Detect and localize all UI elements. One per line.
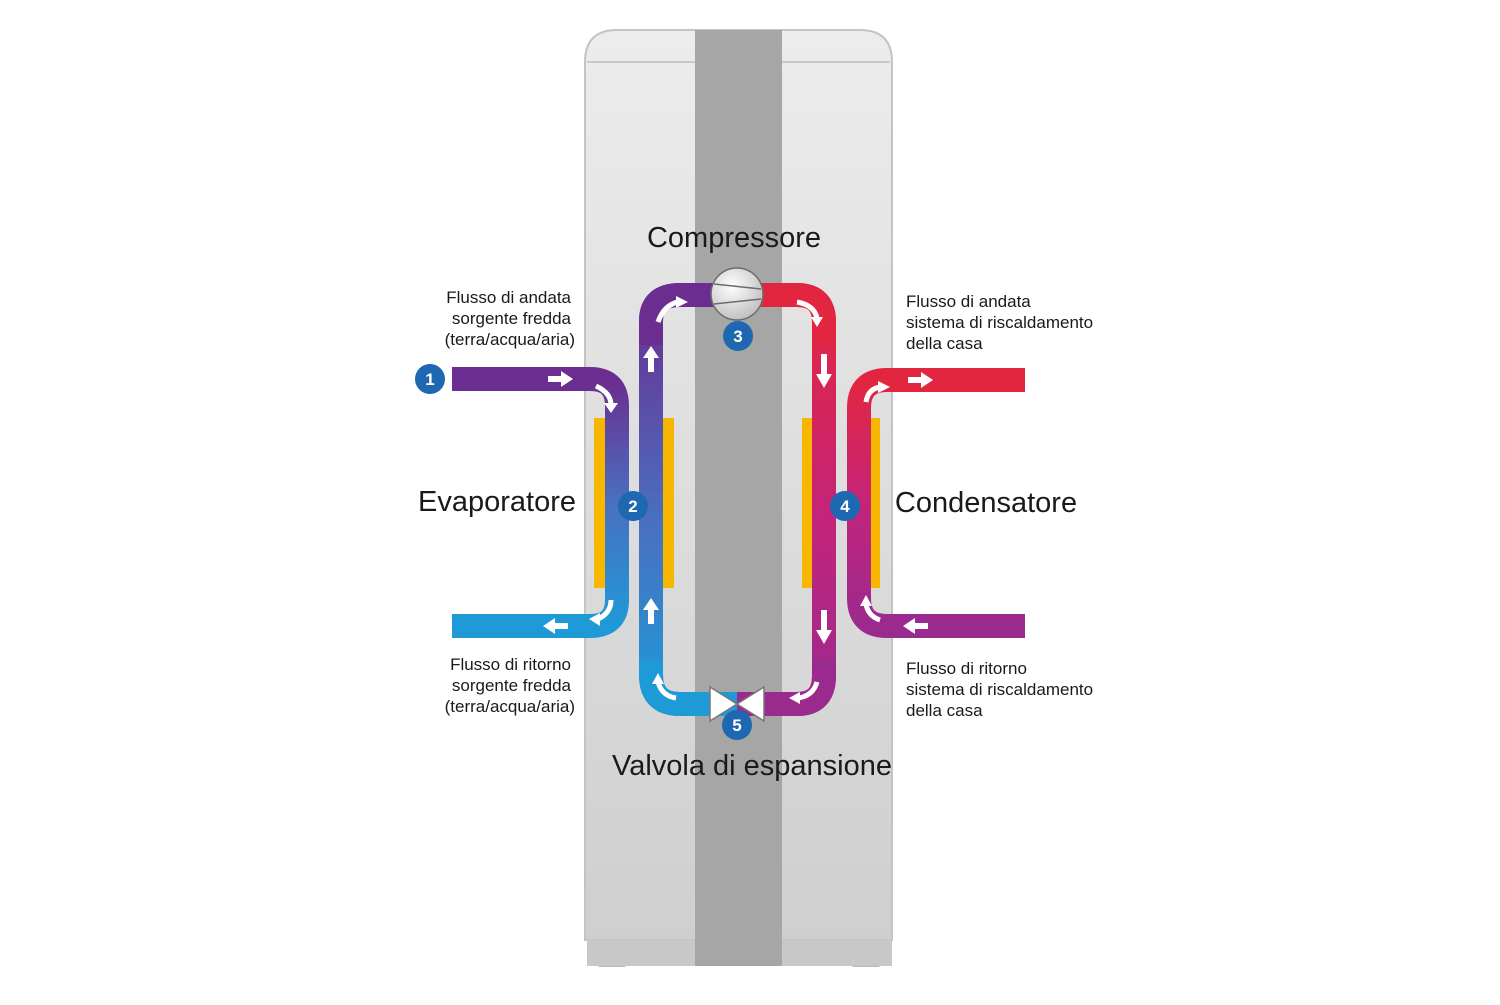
heating-return-label: Flusso di ritorno sistema di riscaldamen… — [906, 659, 1093, 720]
center-column — [695, 30, 782, 966]
heating-supply-label: Flusso di andata sistema di riscaldament… — [906, 292, 1093, 353]
svg-text:sistema di riscaldamento: sistema di riscaldamento — [906, 680, 1093, 699]
arrow-up-icon — [643, 598, 659, 624]
source-pipe — [452, 367, 629, 638]
badge-3: 3 — [723, 321, 753, 351]
source-return-label: Flusso di ritorno sorgente fredda (terra… — [445, 655, 575, 716]
arrow-left-icon — [903, 618, 928, 634]
svg-text:(terra/acqua/aria): (terra/acqua/aria) — [445, 697, 575, 716]
badge-4: 4 — [830, 491, 860, 521]
evaporator-label: Evaporatore — [418, 486, 576, 518]
svg-text:della casa: della casa — [906, 334, 983, 353]
arrow-curve-icon — [655, 299, 679, 323]
compressor-label: Compressore — [647, 222, 821, 254]
svg-text:sorgente fredda: sorgente fredda — [452, 309, 572, 328]
arrow-up-icon — [643, 346, 659, 372]
svg-text:Flusso di ritorno: Flusso di ritorno — [450, 655, 571, 674]
badge-1: 1 — [415, 364, 445, 394]
svg-text:3: 3 — [733, 327, 742, 346]
arrow-curve-icon — [596, 599, 614, 622]
svg-text:della casa: della casa — [906, 701, 983, 720]
badge-2: 2 — [618, 491, 648, 521]
arrow-right-icon — [548, 371, 573, 387]
badge-5: 5 — [722, 710, 752, 740]
compressor-icon — [710, 267, 764, 321]
svg-text:Flusso di andata: Flusso di andata — [906, 292, 1031, 311]
arrow-curve-icon — [796, 299, 820, 319]
svg-text:5: 5 — [732, 716, 741, 735]
expansion-valve-icon — [709, 685, 765, 723]
source-supply-label: Flusso di andata sorgente fredda (terra/… — [445, 288, 575, 349]
evaporator-exchanger — [594, 418, 674, 588]
svg-text:sorgente fredda: sorgente fredda — [452, 676, 572, 695]
expansion-valve-label: Valvola di espansione — [612, 750, 892, 782]
svg-text:Flusso di andata: Flusso di andata — [446, 288, 571, 307]
svg-text:sistema di riscaldamento: sistema di riscaldamento — [906, 313, 1093, 332]
condenser-label: Condensatore — [895, 487, 1077, 519]
svg-text:1: 1 — [425, 370, 434, 389]
svg-text:(terra/acqua/aria): (terra/acqua/aria) — [445, 330, 575, 349]
svg-text:Flusso di ritorno: Flusso di ritorno — [906, 659, 1027, 678]
arrow-right-icon — [908, 372, 933, 388]
arrow-curve-icon — [797, 681, 820, 701]
svg-text:2: 2 — [628, 497, 637, 516]
arrow-curve-icon — [655, 681, 677, 701]
arrow-down-icon — [816, 610, 832, 644]
flow-arrows — [543, 296, 933, 704]
svg-text:4: 4 — [840, 497, 850, 516]
arrow-down-icon — [816, 354, 832, 388]
arrow-left-icon — [543, 618, 568, 634]
